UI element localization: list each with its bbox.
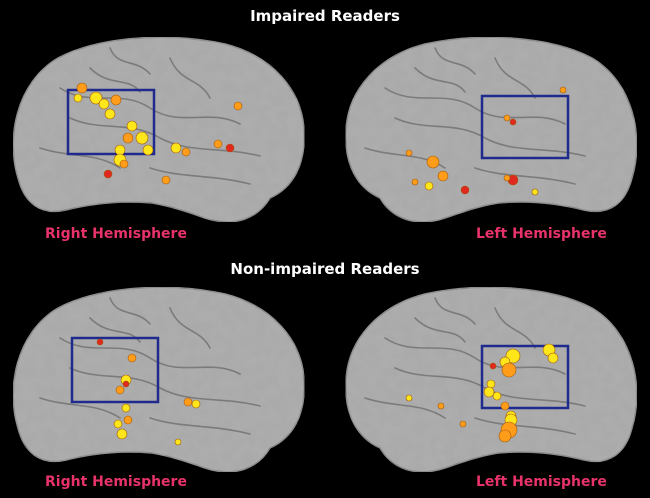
- activation-spot: [503, 174, 511, 182]
- brain-left-hemisphere-non-impaired: [345, 286, 638, 473]
- brain-left-hemisphere-impaired: [345, 36, 638, 223]
- activation-spot: [73, 93, 83, 103]
- roi-box: [70, 336, 160, 404]
- activation-spot: [122, 132, 134, 144]
- activation-spot: [559, 86, 567, 94]
- activation-spot: [437, 170, 449, 182]
- activation-spot: [191, 399, 201, 409]
- activation-spot: [170, 142, 182, 154]
- activation-spot: [126, 120, 138, 132]
- activation-spot: [437, 402, 445, 410]
- activation-spot: [127, 353, 137, 363]
- hemisphere-label-right-non-impaired: Right Hemisphere: [45, 474, 187, 490]
- activation-spot: [121, 403, 131, 413]
- group-title-impaired: Impaired Readers: [250, 7, 400, 25]
- activation-spot: [181, 147, 191, 157]
- brain-right-hemisphere-impaired: [12, 36, 305, 223]
- cortex-surface: [345, 36, 638, 223]
- activation-spot: [114, 144, 126, 156]
- activation-spot: [116, 428, 128, 440]
- activation-spot: [233, 101, 243, 111]
- activation-spot: [213, 139, 223, 149]
- activation-spot: [119, 159, 129, 169]
- activation-spot: [110, 94, 122, 106]
- activation-spot: [76, 82, 88, 94]
- activation-cluster: [405, 343, 559, 443]
- roi-box: [480, 344, 570, 410]
- activation-spot: [509, 118, 517, 126]
- cortex-surface: [345, 286, 638, 473]
- activation-spot: [183, 397, 193, 407]
- activation-spot: [98, 98, 110, 110]
- activation-spot: [174, 438, 182, 446]
- activation-spot: [489, 362, 497, 370]
- roi-box: [66, 88, 156, 156]
- activation-spot: [135, 131, 149, 145]
- activation-spot: [122, 380, 130, 388]
- activation-spot: [405, 394, 413, 402]
- activation-spot: [426, 155, 440, 169]
- activation-spot: [501, 362, 517, 378]
- activation-spot: [531, 188, 539, 196]
- activation-spot: [103, 169, 113, 179]
- activation-spot: [113, 419, 123, 429]
- activation-spot: [503, 114, 511, 122]
- activation-cluster: [405, 86, 567, 196]
- activation-spot: [459, 420, 467, 428]
- activation-cluster: [96, 338, 201, 446]
- activation-spot: [225, 143, 235, 153]
- activation-spot: [500, 401, 510, 411]
- activation-spot: [104, 108, 116, 120]
- activation-spot: [115, 385, 125, 395]
- brain-right-hemisphere-non-impaired: [12, 286, 305, 473]
- activation-spot: [96, 338, 104, 346]
- activation-spot: [460, 185, 470, 195]
- activation-spot: [142, 144, 154, 156]
- activation-spot: [89, 91, 103, 105]
- activation-spot: [161, 175, 171, 185]
- activation-spot: [492, 391, 502, 401]
- activation-spot: [498, 429, 512, 443]
- activation-spot: [405, 149, 413, 157]
- activation-cluster: [73, 82, 243, 185]
- group-title-non-impaired: Non-impaired Readers: [230, 260, 420, 278]
- activation-spot: [123, 415, 133, 425]
- hemisphere-label-left-impaired: Left Hemisphere: [476, 226, 607, 242]
- cortex-surface: [12, 36, 305, 223]
- activation-spot: [411, 178, 419, 186]
- activation-spot: [483, 386, 495, 398]
- activation-spot: [547, 352, 559, 364]
- hemisphere-label-right-impaired: Right Hemisphere: [45, 226, 187, 242]
- roi-box: [480, 94, 570, 160]
- hemisphere-label-left-non-impaired: Left Hemisphere: [476, 474, 607, 490]
- activation-spot: [424, 181, 434, 191]
